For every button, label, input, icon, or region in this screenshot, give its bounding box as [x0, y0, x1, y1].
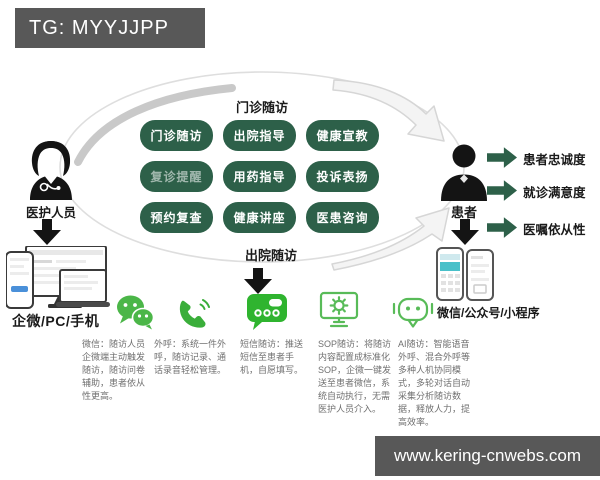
- node-doctor-patient-consult: 医患咨询: [306, 202, 379, 233]
- ai-robot-icon: [392, 297, 434, 328]
- website-url-text: www.kering-cnwebs.com: [393, 446, 582, 465]
- node-appointment-recheck: 预约复查: [140, 202, 213, 233]
- staff-devices-icon: [6, 246, 110, 309]
- node-outpatient-followup: 门诊随访: [140, 120, 213, 151]
- method-call-description: 外呼：系统一件外呼，随访记录、通话录音轻松管理。: [154, 339, 227, 376]
- method-wechat-description: 微信：随访人员企微端主动触发随访，随访问卷辅助，患者依从性更高。: [82, 339, 146, 402]
- node-complaint-praise: 投诉表扬: [306, 161, 379, 192]
- down-arrow-icon: [244, 268, 272, 294]
- followup-node-grid: 门诊随访 出院指导 健康宣教 复诊提醒 用药指导 投诉表扬 预约复查 健康讲座 …: [140, 120, 379, 233]
- right-arrow-icon: [487, 217, 517, 238]
- outcome-compliance-label: 医嘱依从性: [523, 223, 586, 237]
- node-revisit-reminder: 复诊提醒: [140, 161, 213, 192]
- nurse-icon: [30, 141, 72, 200]
- curved-arrow-bottom-icon: [331, 207, 450, 271]
- node-health-education: 健康宣教: [306, 120, 379, 151]
- patient-phones-icon: [436, 247, 494, 301]
- outcome-loyalty-label: 患者忠诚度: [523, 153, 586, 167]
- outpatient-followup-label: 门诊随访: [235, 100, 288, 115]
- sms-bubble-icon: [247, 294, 287, 330]
- loop-arc: [74, 84, 236, 166]
- website-banner: www.kering-cnwebs.com: [375, 436, 600, 476]
- discharge-followup-label: 出院随访: [244, 248, 297, 263]
- outcome-satisfaction-label: 就诊满意度: [523, 186, 586, 200]
- node-medication-guidance: 用药指导: [223, 161, 296, 192]
- patient-devices-label: 微信/公众号/小程序: [437, 306, 540, 320]
- right-arrow-icon: [487, 180, 517, 201]
- patient-label: 患者: [450, 205, 477, 220]
- curved-arrow-top-icon: [332, 79, 445, 142]
- phone-call-icon: [179, 299, 210, 328]
- method-sms-description: 短信随访：推送短信至患者手机，自愿填写。: [240, 339, 304, 376]
- right-arrow-icon: [487, 147, 517, 168]
- method-sop-description: SOP随访：将随访内容配置成标准化SOP，企微一键发送至患者微信，系统自动执行，…: [318, 339, 392, 415]
- node-health-lecture: 健康讲座: [223, 202, 296, 233]
- method-ai-description: AI随访：智能语音外呼、混合外呼等多种人机协同模式，多轮对话自动采集分析随访数据…: [398, 339, 471, 428]
- watermark-top-text: TG: MYYJJPP: [29, 16, 169, 39]
- wechat-icon: [117, 295, 154, 330]
- node-discharge-guidance: 出院指导: [223, 120, 296, 151]
- medical-staff-label: 医护人员: [25, 206, 76, 220]
- down-arrow-icon: [451, 219, 479, 245]
- watermark-top-banner: TG: MYYJJPP: [15, 8, 205, 48]
- staff-devices-label: 企微/PC/手机: [12, 313, 100, 329]
- down-arrow-icon: [33, 219, 61, 245]
- sop-monitor-gear-icon: [319, 291, 359, 328]
- patient-icon: [441, 144, 487, 201]
